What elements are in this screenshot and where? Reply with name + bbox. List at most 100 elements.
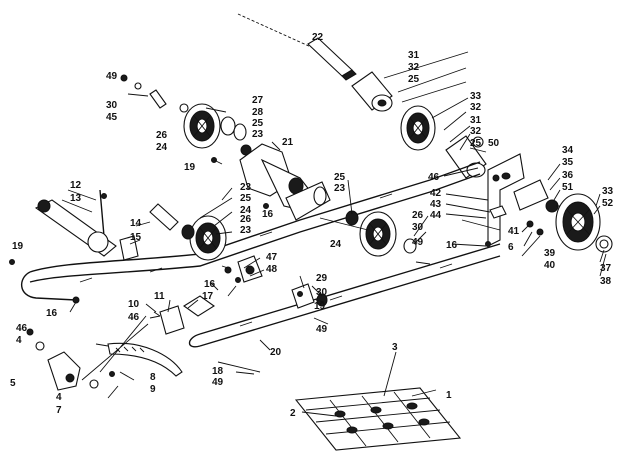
label-44: 44 xyxy=(430,210,442,221)
label-50: 50 xyxy=(488,138,500,149)
label-27: 27 xyxy=(252,95,264,106)
label-25: 25 xyxy=(334,172,346,183)
label-32: 32 xyxy=(470,102,482,113)
label-49: 49 xyxy=(412,237,424,248)
label-21: 21 xyxy=(282,137,294,148)
part-labels: 22 31 32 25 33 32 31 32 25 50 49 30 45 2… xyxy=(10,32,614,419)
label-29: 29 xyxy=(316,273,328,284)
label-25: 25 xyxy=(470,138,482,149)
label-18: 18 xyxy=(212,366,224,377)
label-19: 19 xyxy=(314,301,326,312)
label-30: 30 xyxy=(316,287,328,298)
label-7: 7 xyxy=(56,405,62,416)
label-8: 8 xyxy=(150,372,156,383)
label-25: 25 xyxy=(240,193,252,204)
label-33: 33 xyxy=(470,91,482,102)
label-24: 24 xyxy=(240,205,252,216)
spacer-31-upper xyxy=(351,71,393,112)
label-30: 30 xyxy=(106,100,118,111)
label-34: 34 xyxy=(562,145,574,156)
label-22: 22 xyxy=(312,32,324,43)
label-14: 14 xyxy=(130,218,142,229)
label-48: 48 xyxy=(266,264,278,275)
label-15: 15 xyxy=(130,232,142,243)
label-23: 23 xyxy=(240,225,252,236)
cap-37 xyxy=(595,235,613,253)
shaft-22 xyxy=(237,13,357,81)
label-4: 4 xyxy=(16,335,22,346)
pivot-arm-21 xyxy=(239,143,331,221)
label-10: 10 xyxy=(128,299,140,310)
wheel-24-left xyxy=(181,215,227,261)
label-38: 38 xyxy=(600,276,612,287)
block-29 xyxy=(291,283,328,309)
wheel-24-center xyxy=(345,210,397,257)
label-37: 37 xyxy=(600,263,612,274)
wheel-24-upper xyxy=(183,103,221,149)
slide-rail-lower xyxy=(188,243,501,348)
axle-assembly-12-15 xyxy=(34,189,139,261)
label-1: 1 xyxy=(446,390,452,401)
spacer-30 xyxy=(403,238,417,254)
label-26: 26 xyxy=(156,130,168,141)
label-30: 30 xyxy=(412,222,424,233)
label-49: 49 xyxy=(316,324,328,335)
wheel-33-right xyxy=(555,193,601,251)
block-11 xyxy=(159,305,185,335)
label-12: 12 xyxy=(70,180,82,191)
label-39: 39 xyxy=(544,248,556,259)
label-13: 13 xyxy=(70,193,82,204)
wheel-33-top-left xyxy=(400,105,436,151)
label-32: 32 xyxy=(470,126,482,137)
label-24: 24 xyxy=(330,239,342,250)
label-4: 4 xyxy=(56,392,62,403)
block-47 xyxy=(237,255,263,283)
label-19: 19 xyxy=(184,162,196,173)
leader-lines xyxy=(61,51,607,417)
label-17: 17 xyxy=(202,291,214,302)
label-49: 49 xyxy=(212,377,224,388)
label-33: 33 xyxy=(602,186,614,197)
label-24: 24 xyxy=(156,142,168,153)
label-41: 41 xyxy=(508,226,520,237)
label-25: 25 xyxy=(408,74,420,85)
washers-27-28 xyxy=(220,116,252,156)
label-35: 35 xyxy=(562,157,574,168)
track-1 xyxy=(294,387,462,451)
label-31: 31 xyxy=(470,115,482,126)
label-25: 25 xyxy=(252,118,264,129)
label-36: 36 xyxy=(562,170,574,181)
bracket-34 xyxy=(487,153,559,247)
label-26: 26 xyxy=(240,214,252,225)
label-16: 16 xyxy=(262,209,274,220)
label-16: 16 xyxy=(46,308,58,319)
label-3: 3 xyxy=(392,342,398,353)
label-2: 2 xyxy=(290,408,296,419)
label-11: 11 xyxy=(154,291,165,302)
label-28: 28 xyxy=(252,107,264,118)
label-20: 20 xyxy=(270,347,282,358)
spacer-17 xyxy=(183,295,215,317)
label-46: 46 xyxy=(428,172,440,183)
label-46: 46 xyxy=(128,312,140,323)
label-16: 16 xyxy=(446,240,458,251)
label-31: 31 xyxy=(408,50,420,61)
bumper-5 xyxy=(47,351,81,391)
label-9: 9 xyxy=(150,384,156,395)
label-23: 23 xyxy=(252,129,264,140)
label-49: 49 xyxy=(106,71,118,82)
label-43: 43 xyxy=(430,199,442,210)
label-5: 5 xyxy=(10,378,16,389)
label-42: 42 xyxy=(430,188,442,199)
label-6: 6 xyxy=(508,242,514,253)
label-51: 51 xyxy=(562,182,574,193)
label-46: 46 xyxy=(16,323,28,334)
label-19: 19 xyxy=(12,241,24,252)
small-parts xyxy=(9,74,544,399)
label-47: 47 xyxy=(266,252,278,263)
label-52: 52 xyxy=(602,198,614,209)
label-40: 40 xyxy=(544,260,556,271)
spacer-14 xyxy=(149,203,179,231)
